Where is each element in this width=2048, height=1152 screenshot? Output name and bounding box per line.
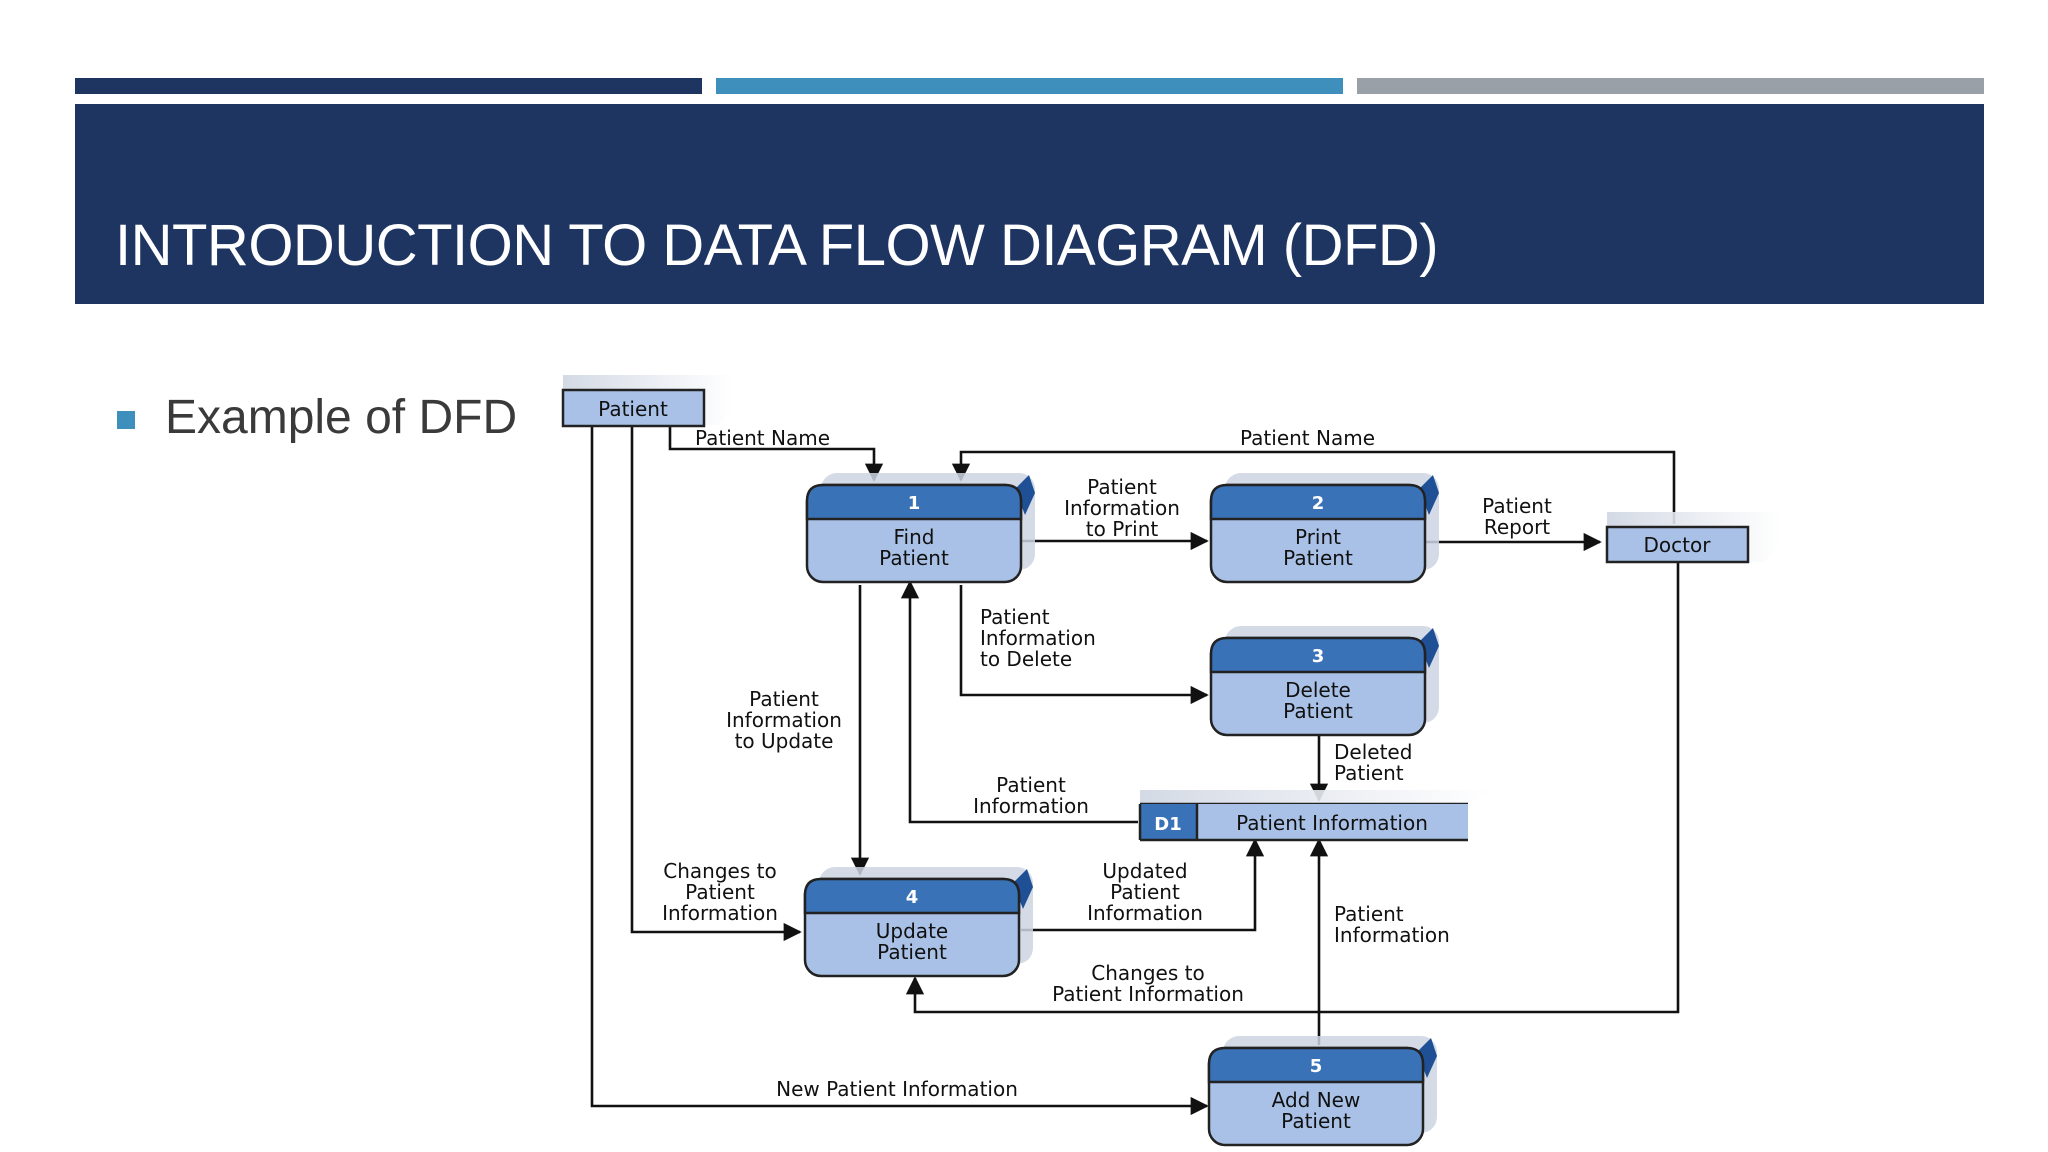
process-label-line: Update (876, 919, 948, 943)
flow-label-line: Information (980, 626, 1096, 650)
flow-label-line: Patient (996, 773, 1066, 797)
label-patient-name-1: Patient Name (695, 426, 830, 450)
flow-label-line: to Print (1086, 517, 1159, 541)
accent-bar-gray (1357, 78, 1984, 94)
flow-update-to-store (1021, 838, 1265, 932)
process-number: 1 (908, 493, 921, 514)
process-number: 4 (906, 887, 919, 908)
process-label-line: Patient (877, 940, 947, 964)
flow-label-line: Updated (1102, 859, 1187, 883)
flow-label-line: Patient (685, 880, 755, 904)
flow-patient-to-find (668, 425, 884, 482)
flow-label-line: Patient (1334, 761, 1404, 785)
flow-label-line: Changes to (663, 859, 776, 883)
data-store-id: D1 (1154, 814, 1181, 835)
data-store-name: Patient Information (1236, 811, 1428, 835)
entity-doctor-label: Doctor (1644, 533, 1712, 557)
bullet-text: Example of DFD (165, 391, 518, 444)
flow-label-line: Information (1064, 496, 1180, 520)
flow-label-line: Information (1334, 923, 1450, 947)
flow-label-line: to Update (735, 729, 834, 753)
process-label-line: Patient (879, 546, 949, 570)
flow-patient-to-addnew (590, 425, 1209, 1116)
label-new-patient-info: New Patient Information (776, 1077, 1018, 1101)
flow-label-line: Information (1087, 901, 1203, 925)
flow-label-line: Information (973, 794, 1089, 818)
flow-label-line: Patient Information (1052, 982, 1244, 1006)
entity-patient: Patient (561, 375, 733, 428)
label-patient-name-2: Patient Name (1240, 426, 1375, 450)
title-band (75, 104, 1984, 304)
entity-doctor: Doctor (1605, 512, 1780, 564)
process-label-line: Add New (1272, 1088, 1361, 1112)
process-label-line: Patient (1281, 1109, 1351, 1133)
flow-label-line: Patient (980, 605, 1050, 629)
flow-label-line: Patient (1110, 880, 1180, 904)
flow-label-line: Report (1484, 515, 1550, 539)
flow-label-line: Patient (749, 687, 819, 711)
entity-patient-label: Patient (598, 397, 668, 421)
flow-label-line: Information (662, 901, 778, 925)
flow-label-line: Patient (1482, 494, 1552, 518)
flow-store-to-find (900, 580, 1138, 824)
flow-label-line: Changes to (1091, 961, 1204, 985)
accent-bar-teal (716, 78, 1343, 94)
bullet-square-icon (117, 411, 135, 429)
flow-patient-to-update (630, 425, 802, 942)
flow-find-to-delete (959, 585, 1209, 705)
process-label-line: Delete (1285, 678, 1351, 702)
process-label-line: Print (1295, 525, 1341, 549)
page-title: INTRODUCTION TO DATA FLOW DIAGRAM (DFD) (115, 213, 1439, 278)
process-number: 2 (1312, 493, 1325, 514)
accent-bar-navy (75, 78, 702, 94)
flow-doctor-to-find (951, 450, 1676, 524)
process-label-line: Find (894, 525, 935, 549)
flow-label-line: Deleted (1334, 740, 1412, 764)
process-number: 5 (1310, 1056, 1323, 1077)
flow-label-line: Patient (1334, 902, 1404, 926)
process-label-line: Patient (1283, 699, 1353, 723)
flow-label-line: to Delete (980, 647, 1072, 671)
process-number: 3 (1312, 646, 1325, 667)
flow-lines (590, 425, 1680, 1116)
data-store-d1: D1 Patient Information (1138, 790, 1492, 842)
flow-label-line: Information (726, 708, 842, 732)
process-label-line: Patient (1283, 546, 1353, 570)
flow-label-line: Patient (1087, 475, 1157, 499)
flow-doctor-to-update (905, 562, 1680, 1014)
